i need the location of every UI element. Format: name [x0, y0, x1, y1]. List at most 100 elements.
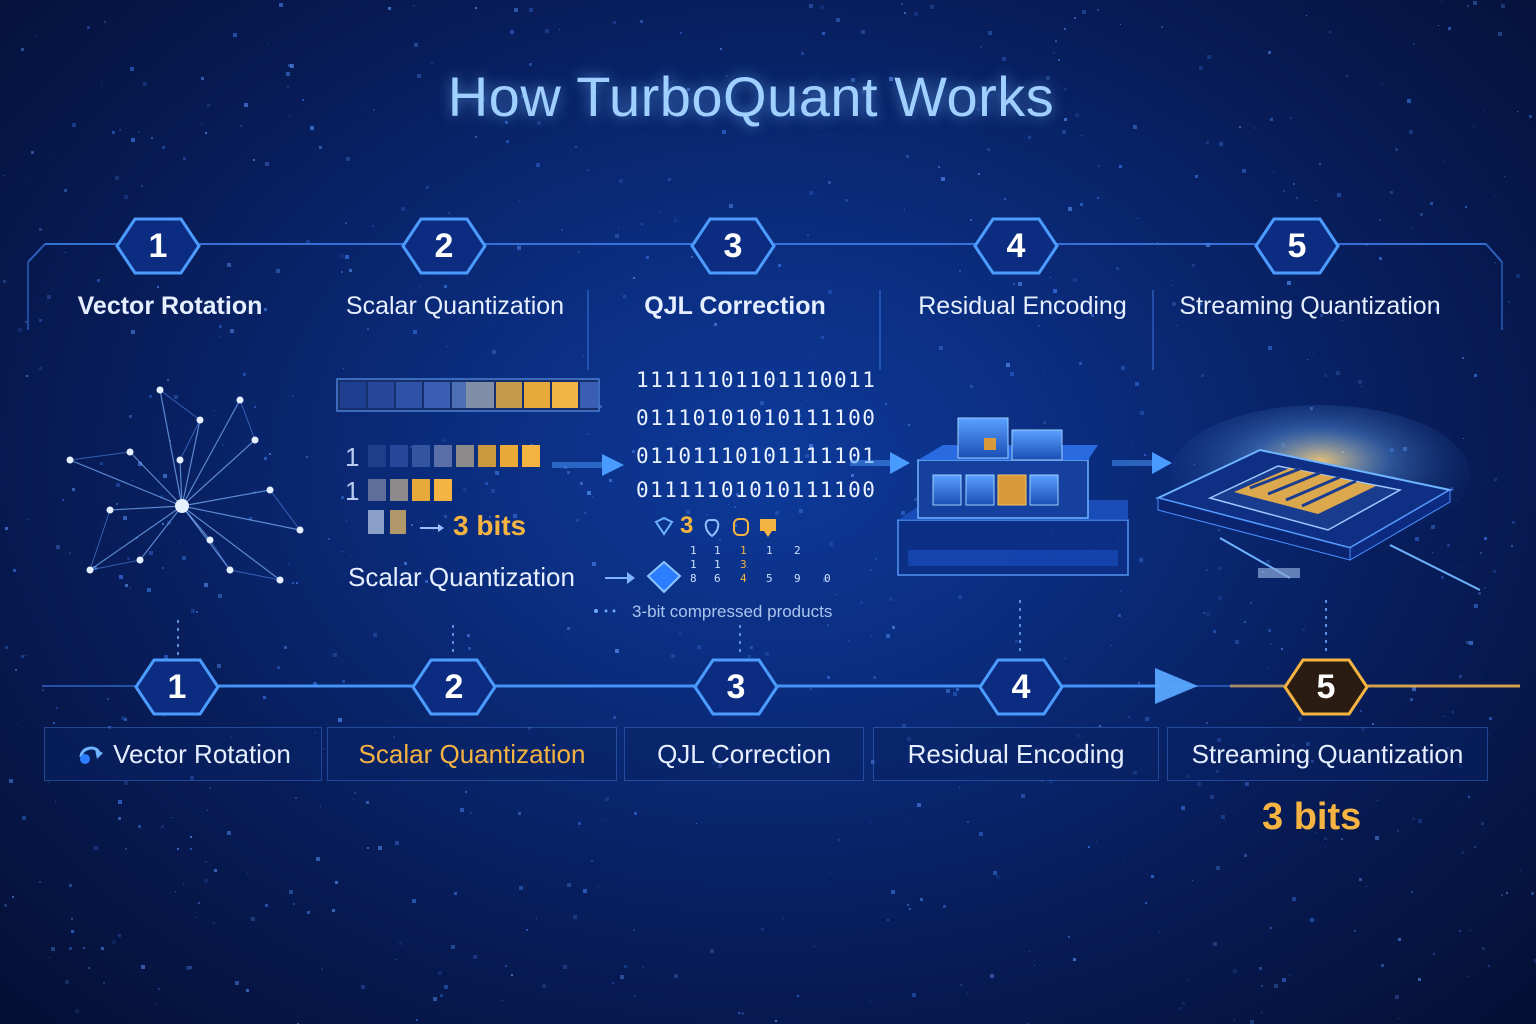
- network-node: [66, 456, 74, 464]
- network-edge: [181, 505, 231, 571]
- star-pixel: [1375, 836, 1379, 840]
- star-pixel: [1292, 897, 1296, 901]
- star-pixel: [1120, 24, 1121, 25]
- star-pixel: [567, 883, 571, 887]
- star-pixel: [439, 307, 443, 311]
- star-pixel: [420, 287, 421, 288]
- star-pixel: [161, 825, 164, 828]
- star-pixel: [209, 787, 211, 789]
- star-pixel: [320, 806, 321, 807]
- star-pixel: [233, 33, 237, 37]
- star-pixel: [933, 205, 934, 206]
- star-pixel: [69, 947, 72, 950]
- star-pixel: [465, 791, 467, 793]
- star-pixel: [1342, 320, 1343, 321]
- star-pixel: [563, 965, 567, 969]
- star-pixel: [1381, 964, 1384, 967]
- star-pixel: [519, 886, 523, 890]
- star-pixel: [1306, 15, 1307, 16]
- star-pixel: [217, 664, 221, 668]
- star-pixel: [1268, 668, 1269, 669]
- star-pixel: [828, 181, 831, 184]
- star-pixel: [1360, 710, 1362, 712]
- star-pixel: [1219, 142, 1223, 146]
- star-pixel: [634, 812, 637, 815]
- star-pixel: [129, 415, 132, 418]
- star-pixel: [1058, 59, 1060, 61]
- star-pixel: [1034, 965, 1035, 966]
- star-pixel: [189, 966, 192, 969]
- star-pixel: [1420, 213, 1423, 216]
- bottom-step-box-1: Vector Rotation: [44, 727, 322, 781]
- star-pixel: [214, 869, 217, 872]
- star-pixel: [848, 640, 850, 642]
- star-pixel: [904, 209, 905, 210]
- star-pixel: [689, 523, 692, 526]
- star-pixel: [213, 922, 215, 924]
- star-pixel: [717, 427, 718, 428]
- star-pixel: [1041, 780, 1043, 782]
- star-pixel: [959, 270, 961, 272]
- star-pixel: [514, 8, 518, 12]
- star-pixel: [15, 669, 17, 671]
- star-pixel: [1312, 353, 1313, 354]
- star-pixel: [1452, 711, 1454, 713]
- star-pixel: [411, 524, 413, 526]
- star-pixel: [1157, 626, 1158, 627]
- bottom-step-badge-4: 4: [978, 657, 1064, 717]
- network-edge: [179, 419, 201, 461]
- star-pixel: [293, 903, 295, 905]
- star-pixel: [1494, 478, 1497, 481]
- star-pixel: [104, 21, 106, 23]
- star-pixel: [3, 280, 6, 283]
- star-pixel: [559, 29, 560, 30]
- star-pixel: [623, 295, 626, 298]
- star-pixel: [94, 846, 98, 850]
- star-pixel: [1259, 967, 1262, 970]
- star-pixel: [263, 696, 266, 699]
- star-pixel: [249, 517, 252, 520]
- star-pixel: [615, 649, 619, 653]
- network-edge: [159, 389, 201, 421]
- star-pixel: [582, 347, 583, 348]
- star-pixel: [1435, 307, 1439, 311]
- star-pixel: [887, 919, 889, 921]
- star-pixel: [592, 496, 593, 497]
- star-pixel: [1459, 675, 1462, 678]
- star-pixel: [576, 519, 579, 522]
- star-pixel: [1494, 195, 1495, 196]
- star-pixel: [1461, 851, 1464, 854]
- star-pixel: [967, 993, 968, 994]
- star-pixel: [1088, 846, 1090, 848]
- star-pixel: [734, 524, 737, 527]
- star-pixel: [1118, 614, 1121, 617]
- star-pixel: [425, 580, 428, 583]
- star-pixel: [313, 682, 317, 686]
- star-pixel: [18, 328, 22, 332]
- star-pixel: [801, 52, 804, 55]
- star-pixel: [492, 350, 496, 354]
- star-pixel: [1415, 537, 1419, 541]
- star-pixel: [875, 558, 877, 560]
- star-pixel: [1216, 866, 1220, 870]
- star-pixel: [475, 136, 477, 138]
- star-pixel: [1361, 386, 1362, 387]
- star-pixel: [1105, 300, 1107, 302]
- star-pixel: [1043, 421, 1046, 424]
- star-pixel: [1157, 242, 1158, 243]
- star-pixel: [561, 1021, 562, 1022]
- star-pixel: [207, 810, 208, 811]
- star-pixel: [761, 928, 764, 931]
- star-pixel: [750, 612, 752, 614]
- star-pixel: [960, 984, 962, 986]
- star-pixel: [1358, 380, 1362, 384]
- star-pixel: [909, 908, 911, 910]
- star-pixel: [1015, 640, 1018, 643]
- star-pixel: [1441, 576, 1444, 579]
- star-pixel: [1081, 135, 1082, 136]
- star-pixel: [1289, 974, 1291, 976]
- star-pixel: [1097, 197, 1099, 199]
- star-pixel: [863, 50, 864, 51]
- star-pixel: [526, 929, 528, 931]
- star-pixel: [1038, 325, 1040, 327]
